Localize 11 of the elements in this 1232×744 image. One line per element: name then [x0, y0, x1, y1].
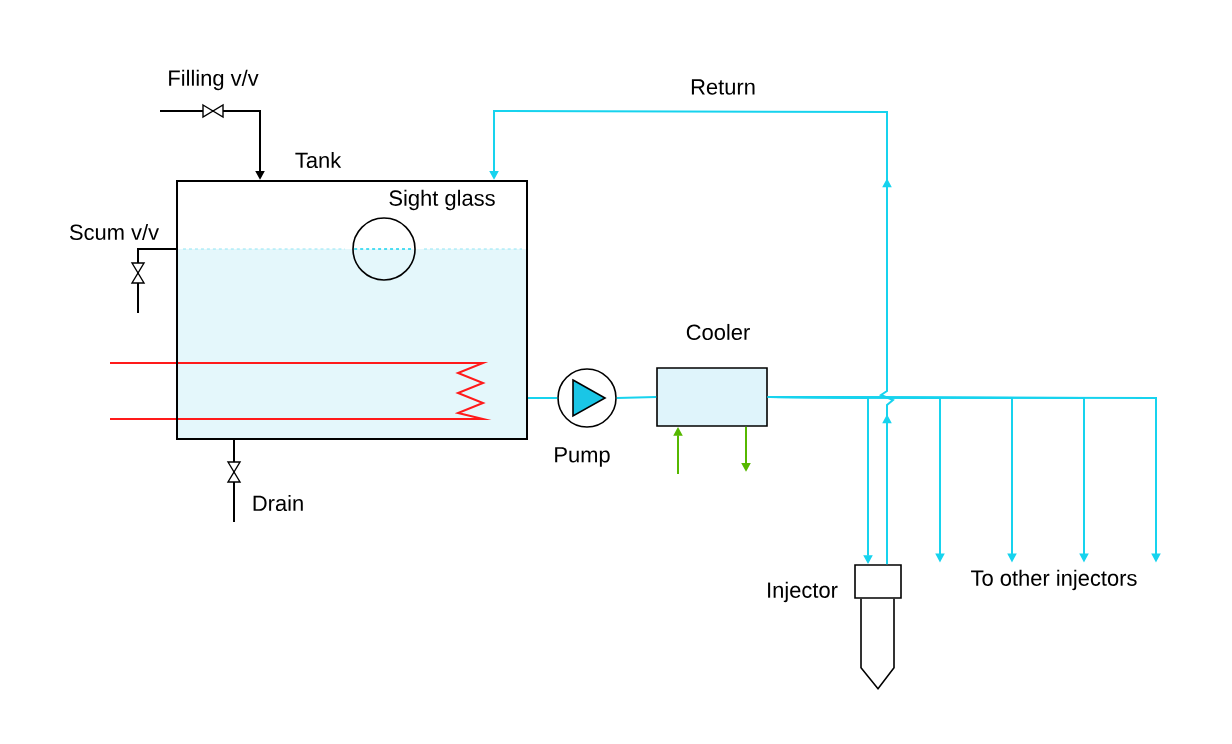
valve-label: Scum v/v: [69, 223, 159, 241]
valve-label: Filling v/v: [169, 69, 259, 91]
node-label: Tank: [295, 151, 342, 169]
pipe-arrow: [489, 110, 895, 566]
valve-label: Drain: [253, 494, 303, 512]
edge-label: Return: [689, 78, 757, 96]
node-label: Pump: [555, 447, 610, 467]
node-label: Cooler: [686, 323, 750, 341]
node-label: Sight glass: [389, 189, 495, 211]
outlet-label: To other injectors: [971, 569, 1137, 591]
node-label: Injector: [768, 581, 838, 603]
